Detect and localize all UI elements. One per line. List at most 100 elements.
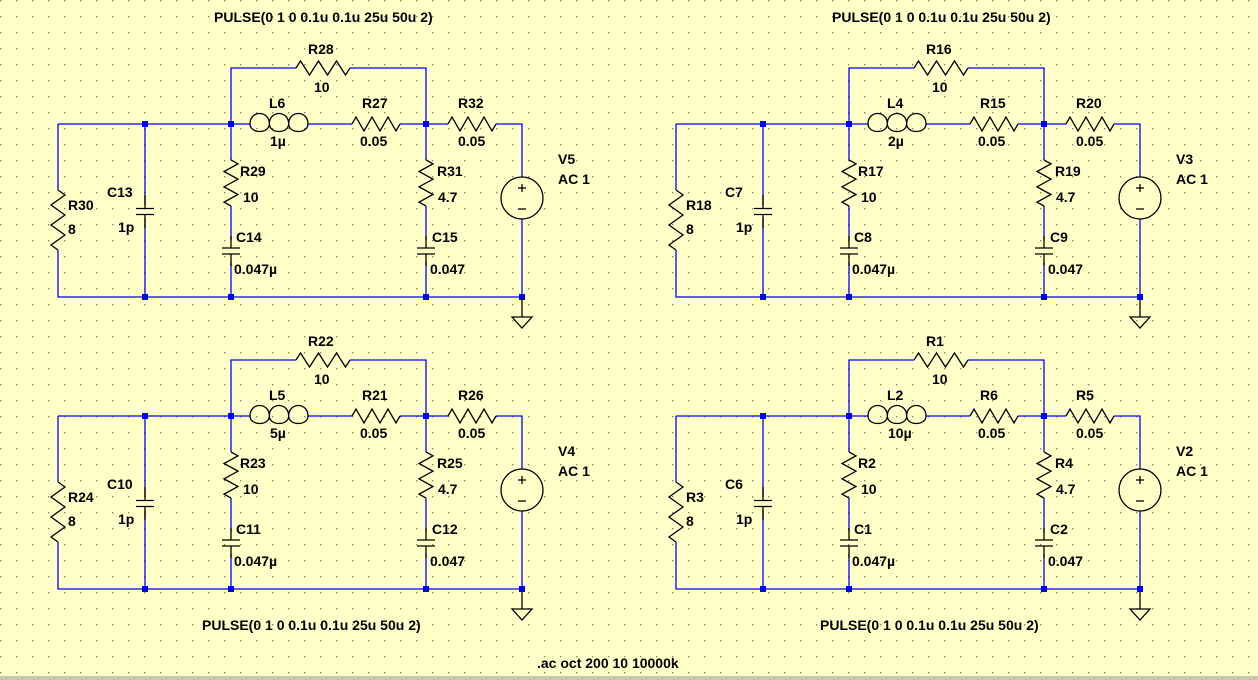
label-R23-value[interactable]: 10 bbox=[243, 481, 259, 497]
capacitor-C6[interactable] bbox=[754, 487, 772, 520]
label-C15-value[interactable]: 0.047 bbox=[430, 261, 465, 277]
label-R20-name[interactable]: R20 bbox=[1076, 95, 1102, 111]
label-C6-value[interactable]: 1p bbox=[736, 511, 752, 527]
label-R16-name[interactable]: R16 bbox=[926, 41, 952, 57]
label-C7-value[interactable]: 1p bbox=[736, 219, 752, 235]
label-R28-value[interactable]: 10 bbox=[314, 79, 330, 95]
label-R26-value[interactable]: 0.05 bbox=[458, 425, 485, 441]
capacitor-C1[interactable] bbox=[840, 528, 858, 558]
label-C11-name[interactable]: C11 bbox=[236, 521, 261, 537]
resistor-R18[interactable] bbox=[667, 189, 685, 251]
label-C9-value[interactable]: 0.047 bbox=[1048, 261, 1083, 277]
label-C8-value[interactable]: 0.047µ bbox=[852, 261, 895, 277]
voltage-source-V3[interactable] bbox=[1118, 176, 1162, 220]
label-R19-name[interactable]: R19 bbox=[1055, 163, 1081, 179]
label-V3-name[interactable]: V3 bbox=[1176, 151, 1193, 167]
label-R17-value[interactable]: 10 bbox=[861, 189, 877, 205]
capacitor-C10[interactable] bbox=[136, 487, 154, 520]
label-R22-name[interactable]: R22 bbox=[308, 333, 334, 349]
label-V5-value[interactable]: AC 1 bbox=[558, 171, 590, 187]
wire-rtop-right[interactable] bbox=[968, 67, 1045, 124]
capacitor-C13[interactable] bbox=[136, 195, 154, 228]
label-L2-name[interactable]: L2 bbox=[887, 387, 904, 403]
wire-rtop-left[interactable] bbox=[230, 359, 296, 416]
resistor-R2[interactable] bbox=[840, 451, 858, 499]
label-R30-value[interactable]: 8 bbox=[68, 221, 76, 237]
label-R22-value[interactable]: 10 bbox=[314, 371, 330, 387]
label-R16-value[interactable]: 10 bbox=[932, 79, 948, 95]
resistor-R31[interactable] bbox=[417, 159, 435, 207]
label-R15-value[interactable]: 0.05 bbox=[978, 133, 1005, 149]
label-R27-name[interactable]: R27 bbox=[362, 95, 388, 111]
voltage-source-V5[interactable] bbox=[500, 176, 544, 220]
resistor-R6[interactable] bbox=[969, 407, 1019, 425]
label-R32-name[interactable]: R32 bbox=[458, 95, 484, 111]
ground-symbol[interactable] bbox=[510, 589, 534, 621]
resistor-R15[interactable] bbox=[969, 115, 1019, 133]
inductor-L6[interactable] bbox=[249, 112, 309, 133]
label-L6-name[interactable]: L6 bbox=[269, 95, 286, 111]
label-R4-name[interactable]: R4 bbox=[1055, 455, 1073, 471]
label-R5-value[interactable]: 0.05 bbox=[1076, 425, 1103, 441]
label-R28-name[interactable]: R28 bbox=[308, 41, 334, 57]
resistor-R21[interactable] bbox=[351, 407, 401, 425]
wire-ground-rail[interactable] bbox=[675, 542, 1140, 590]
label-R27-value[interactable]: 0.05 bbox=[360, 133, 387, 149]
label-R24-name[interactable]: R24 bbox=[68, 489, 94, 505]
label-C8-name[interactable]: C8 bbox=[854, 229, 872, 245]
wire-rtop-left[interactable] bbox=[230, 67, 296, 124]
wire-src-top[interactable] bbox=[1114, 123, 1141, 177]
capacitor-C12[interactable] bbox=[417, 528, 435, 558]
label-R25-value[interactable]: 4.7 bbox=[438, 481, 458, 497]
label-C12-value[interactable]: 0.047 bbox=[430, 553, 465, 569]
wire-ground-rail[interactable] bbox=[675, 250, 1140, 298]
pulse-spec[interactable]: PULSE(0 1 0 0.1u 0.1u 25u 50u 2) bbox=[832, 9, 1051, 25]
label-R21-value[interactable]: 0.05 bbox=[360, 425, 387, 441]
label-R5-name[interactable]: R5 bbox=[1076, 387, 1094, 403]
label-R1-name[interactable]: R1 bbox=[926, 333, 944, 349]
label-C7-name[interactable]: C7 bbox=[725, 184, 743, 200]
label-C10-value[interactable]: 1p bbox=[118, 511, 134, 527]
label-R31-name[interactable]: R31 bbox=[437, 163, 463, 179]
ground-symbol[interactable] bbox=[1128, 297, 1152, 329]
voltage-source-V4[interactable] bbox=[500, 468, 544, 512]
label-V2-value[interactable]: AC 1 bbox=[1176, 463, 1208, 479]
resistor-R25[interactable] bbox=[417, 451, 435, 499]
label-R32-value[interactable]: 0.05 bbox=[458, 133, 485, 149]
inductor-L2[interactable] bbox=[867, 404, 927, 425]
label-V3-value[interactable]: AC 1 bbox=[1176, 171, 1208, 187]
resistor-R5[interactable] bbox=[1065, 407, 1115, 425]
resistor-R28[interactable] bbox=[295, 59, 351, 77]
label-C1-name[interactable]: C1 bbox=[854, 521, 872, 537]
label-R23-name[interactable]: R23 bbox=[240, 455, 266, 471]
resistor-R20[interactable] bbox=[1065, 115, 1115, 133]
label-R17-name[interactable]: R17 bbox=[858, 163, 884, 179]
label-C1-value[interactable]: 0.047µ bbox=[852, 553, 895, 569]
label-R6-name[interactable]: R6 bbox=[980, 387, 998, 403]
capacitor-C7[interactable] bbox=[754, 195, 772, 228]
ground-symbol[interactable] bbox=[510, 297, 534, 329]
label-R3-name[interactable]: R3 bbox=[686, 489, 704, 505]
wire-rtop-right[interactable] bbox=[968, 359, 1045, 416]
label-V5-name[interactable]: V5 bbox=[558, 151, 575, 167]
inductor-L5[interactable] bbox=[249, 404, 309, 425]
label-C2-name[interactable]: C2 bbox=[1050, 521, 1068, 537]
resistor-R16[interactable] bbox=[913, 59, 969, 77]
label-L5-name[interactable]: L5 bbox=[269, 387, 286, 403]
resistor-R23[interactable] bbox=[222, 451, 240, 499]
resistor-R32[interactable] bbox=[447, 115, 497, 133]
wire-rtop-left[interactable] bbox=[848, 67, 914, 124]
label-C14-value[interactable]: 0.047µ bbox=[234, 261, 277, 277]
label-L2-value[interactable]: 10µ bbox=[888, 425, 912, 441]
wire-rtop-left[interactable] bbox=[848, 359, 914, 416]
resistor-R1[interactable] bbox=[913, 351, 969, 369]
resistor-R17[interactable] bbox=[840, 159, 858, 207]
capacitor-C14[interactable] bbox=[222, 236, 240, 266]
label-R18-name[interactable]: R18 bbox=[686, 197, 712, 213]
capacitor-C15[interactable] bbox=[417, 236, 435, 266]
wire-rtop-right[interactable] bbox=[350, 67, 427, 124]
wire-ground-rail[interactable] bbox=[57, 542, 522, 590]
label-R3-value[interactable]: 8 bbox=[686, 513, 694, 529]
resistor-R24[interactable] bbox=[49, 481, 67, 543]
